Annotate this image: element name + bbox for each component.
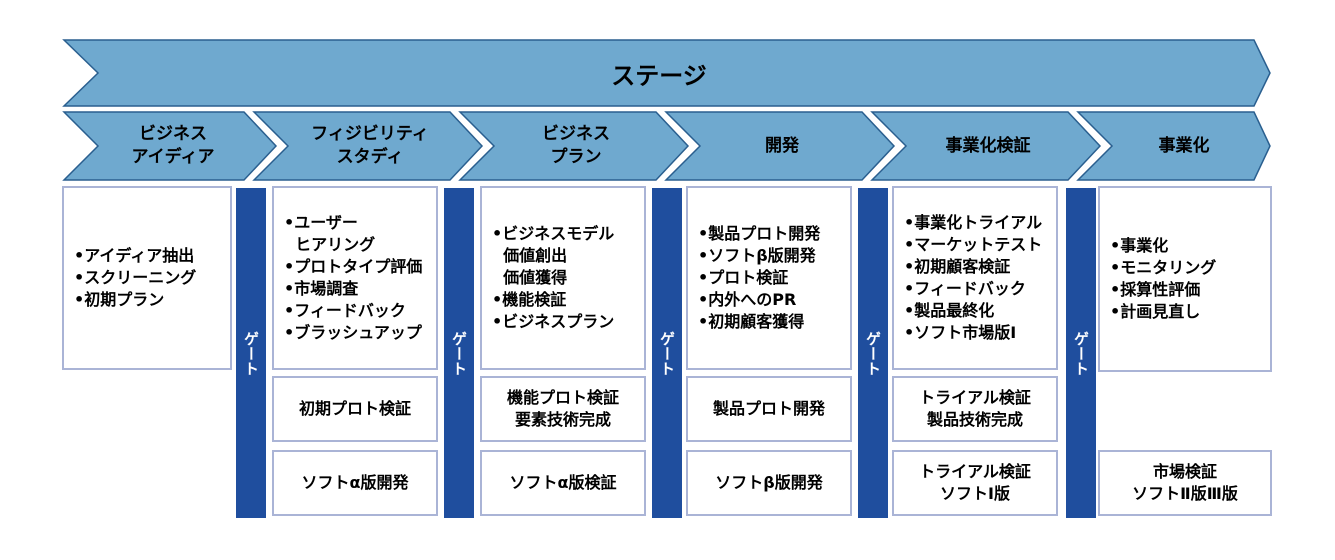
milestone-box-r1-3: 製品プロト開発: [686, 376, 852, 442]
activity-box-3: •ビジネスモデル 価値創出 価値獲得 •機能検証 •ビジネスプラン: [480, 186, 646, 370]
milestone-box-r2-1: ソフトα版開発: [272, 450, 438, 516]
stage-label-6: 事業化: [1158, 135, 1210, 156]
stage-chevron-6: [1076, 111, 1271, 181]
stage-banner-arrow: [62, 39, 1271, 107]
stage-label-4: 開発: [765, 135, 799, 156]
milestone-box-r1-2: 機能プロト検証 要素技術完成: [480, 376, 646, 442]
stage-chevron-3: [458, 111, 690, 181]
stage-label-1: ビジネス アイディア: [131, 124, 215, 167]
milestone-box-r2-3: ソフトβ版開発: [686, 450, 852, 516]
stage-chevron-1: [62, 111, 278, 181]
activity-box-1: •アイディア抽出 •スクリーニング •初期プラン: [62, 186, 232, 370]
stage-chevron-5: [870, 111, 1102, 181]
gate-5: ゲート: [1066, 188, 1096, 518]
gate-3: ゲート: [652, 188, 682, 518]
gate-4: ゲート: [858, 188, 888, 518]
stage-chevron-2: [252, 111, 484, 181]
activity-box-6: •事業化 •モニタリング •採算性評価 •計画見直し: [1098, 186, 1272, 372]
milestone-box-r2-4: トライアル検証 ソフトⅠ版: [892, 450, 1058, 516]
stage-chevron-4: [664, 111, 896, 181]
stage-title: ステージ: [611, 61, 707, 90]
gate-1: ゲート: [236, 188, 266, 518]
stage-label-2: フィジビリティ スタディ: [311, 124, 429, 167]
activity-box-4: •製品プロト開発 •ソフトβ版開発 •プロト検証 •内外へのPR •初期顧客獲得: [686, 186, 852, 370]
gate-2: ゲート: [444, 188, 474, 518]
milestone-box-r2-2: ソフトα版検証: [480, 450, 646, 516]
stage-label-5: 事業化検証: [945, 135, 1031, 156]
milestone-box-r1-1: 初期プロト検証: [272, 376, 438, 442]
activity-box-2: •ユーザー ヒアリング •プロトタイプ評価 •市場調査 •フィードバック •ブラ…: [272, 186, 438, 370]
activity-box-5: •事業化トライアル •マーケットテスト •初期顧客検証 •フィードバック •製品…: [892, 186, 1058, 370]
stage-label-3: ビジネス プラン: [542, 124, 610, 167]
milestone-box-r2-5: 市場検証 ソフトⅡ版Ⅲ版: [1098, 450, 1272, 516]
milestone-box-r1-4: トライアル検証 製品技術完成: [892, 376, 1058, 442]
